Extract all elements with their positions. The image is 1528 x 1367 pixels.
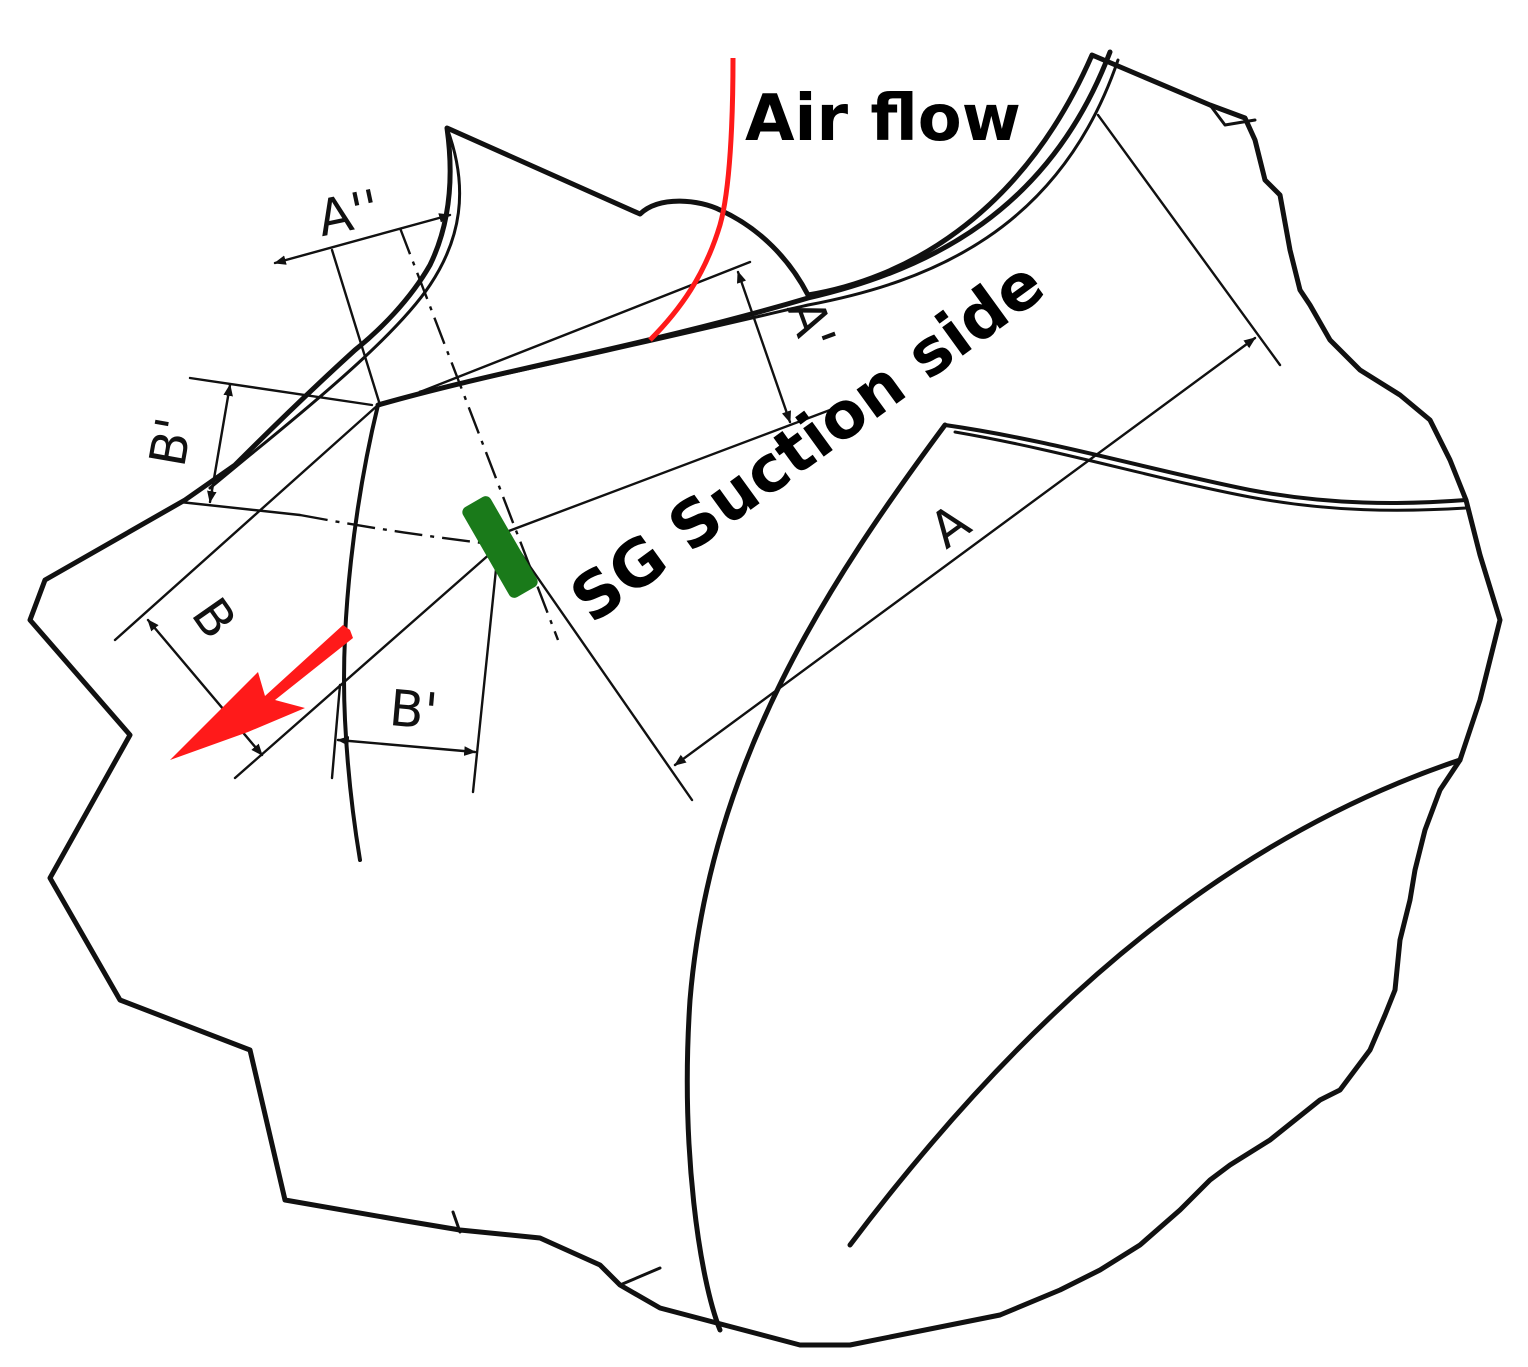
ext-line-a-right-top — [1096, 113, 1282, 367]
blade-wall-inner — [208, 126, 462, 490]
dim-label-b: B — [180, 588, 247, 649]
dim-a-prime-arrow — [736, 270, 792, 424]
flow-arrow — [170, 625, 353, 760]
air-flow-line — [648, 57, 736, 342]
dim-label-b-prime-lower: B' — [387, 679, 440, 741]
blade-outline — [27, 52, 1503, 1348]
ext-line-a-double-left — [330, 248, 382, 407]
ext-line-b-prime-upper-bottom — [178, 500, 302, 517]
left-blade-curve — [342, 403, 380, 862]
top-right-notch — [1208, 103, 1257, 127]
next-blade-edge — [943, 423, 1468, 505]
strain-gauge — [462, 496, 538, 598]
dim-label-a-prime: A' — [776, 292, 847, 357]
ext-line-b-prime-lower-right — [471, 548, 500, 794]
dim-label-b-prime-upper: B' — [139, 413, 204, 470]
ext-line-b-prime-lower-left — [330, 683, 342, 780]
lower-sweep-curve — [847, 757, 1463, 1248]
suction-side-curve-inner — [418, 58, 1120, 394]
ext-line-b-prime-upper-top — [188, 376, 374, 407]
air-flow-label: Air flow — [745, 82, 1021, 156]
bottom-tick-2 — [618, 1266, 662, 1287]
ext-line-a-right-bottom — [513, 543, 694, 802]
next-blade-edge-inner — [953, 430, 1468, 512]
ext-line-b-inner — [233, 543, 502, 780]
dim-a-double-prime-arrow — [273, 213, 452, 265]
ext-line-b-outer — [113, 403, 380, 642]
dim-a-arrow — [673, 336, 1257, 767]
dim-label-a-double-prime: A'' — [312, 179, 384, 249]
dim-b-prime-upper-arrow — [207, 383, 233, 504]
dim-label-a: A — [919, 493, 981, 560]
center-line-arc — [299, 513, 501, 547]
bottom-tick-1 — [451, 1210, 462, 1234]
dim-b-prime-lower-arrow — [336, 736, 477, 756]
center-line-diagonal — [398, 227, 560, 641]
next-blade-leading-curve — [684, 422, 948, 1333]
